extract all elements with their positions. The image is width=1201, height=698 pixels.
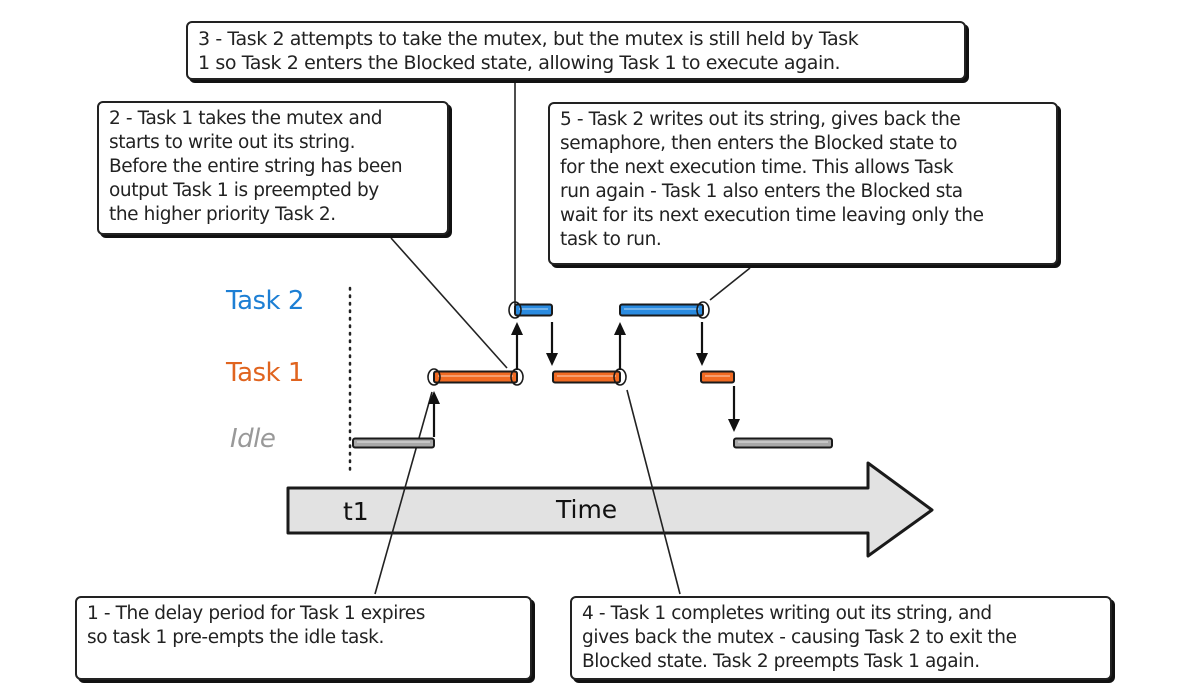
arrow-idle-to-task1 <box>428 391 440 437</box>
callout-text-line: 1 so Task 2 enters the Blocked state, al… <box>198 52 841 74</box>
context-switch-marker <box>696 301 710 319</box>
arrow-task1-to-task2 <box>511 322 523 370</box>
callout-text-line: so task 1 pre-empts the idle task. <box>87 627 384 648</box>
callout-text-line: for the next execution time. This allows… <box>560 157 954 178</box>
lane-label-task1: Task 1 <box>226 358 304 388</box>
arrow-task1-to-task2-again <box>614 322 626 370</box>
callout-text-line: task to run. <box>560 229 662 250</box>
callout-text-line: Before the entire string has been <box>109 156 403 177</box>
callout-text-line: output Task 1 is preempted by <box>109 180 379 201</box>
callout-1: 1 - The delay period for Task 1 expires s… <box>75 596 532 680</box>
arrow-task1-to-idle <box>728 386 740 432</box>
callout-text-line: 3 - Task 2 attempts to take the mutex, b… <box>198 28 859 50</box>
callout-text-line: Blocked state. Task 2 preempts Task 1 ag… <box>582 651 980 672</box>
callout-text-line: semaphore, then enters the Blocked state… <box>560 133 958 154</box>
callout-text-line: gives back the mutex - causing Task 2 to… <box>582 627 1017 648</box>
time-arrow <box>286 461 934 558</box>
callout-text-line: the higher priority Task 2. <box>109 204 336 225</box>
t1-label: t1 <box>343 497 369 526</box>
callout-4: 4 - Task 1 completes writing out its str… <box>570 596 1112 680</box>
task2-bar-1 <box>514 303 553 317</box>
lane-label-task2: Task 2 <box>226 286 304 316</box>
callout-5-connector <box>709 267 751 301</box>
context-switch-marker <box>508 301 522 319</box>
arrow-task2-to-task1 <box>546 322 558 366</box>
callout-text-line: wait for its next execution time leaving… <box>560 205 984 226</box>
task2-bar-2 <box>619 303 704 317</box>
callout-text-line: starts to write out its string. <box>109 132 356 153</box>
callout-4-connector <box>626 389 681 595</box>
callout-text-line: 4 - Task 1 completes writing out its str… <box>582 603 992 624</box>
task1-bar-2 <box>552 370 621 384</box>
callout-2: 2 - Task 1 takes the mutex and starts to … <box>97 101 449 235</box>
time-axis-label: Time <box>556 495 618 524</box>
lane-label-idle: Idle <box>230 424 276 454</box>
callout-text-line: run again - Task 1 also enters the Block… <box>560 181 963 202</box>
context-switch-marker <box>427 368 441 386</box>
callout-text-line: 5 - Task 2 writes out its string, gives … <box>560 109 961 130</box>
callout-3: 3 - Task 2 attempts to take the mutex, b… <box>186 21 966 80</box>
task1-bar-3 <box>700 370 735 384</box>
callout-5: 5 - Task 2 writes out its string, gives … <box>548 102 1058 265</box>
task1-bar-1 <box>433 370 518 384</box>
idle-bar-2 <box>733 437 833 449</box>
idle-bar-1 <box>352 437 435 449</box>
callout-text-line: 1 - The delay period for Task 1 expires <box>87 603 426 624</box>
callout-2-connector <box>390 237 508 369</box>
arrow-task2-to-task1-again <box>696 322 708 366</box>
callout-1-connector <box>374 391 433 595</box>
callout-text-line: 2 - Task 1 takes the mutex and <box>109 108 383 129</box>
